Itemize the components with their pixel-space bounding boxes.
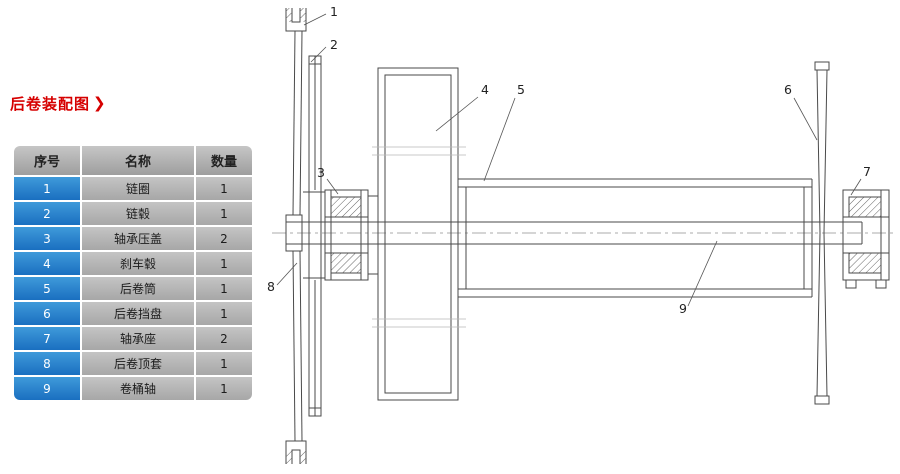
row-9-name: 卷桶轴 <box>82 377 194 400</box>
row-7-name: 轴承座 <box>82 327 194 350</box>
right-bearing-assembly <box>842 189 890 289</box>
row-6-qty: 1 <box>196 302 252 325</box>
callout-6: 6 <box>784 82 792 97</box>
table-row: 3 轴承压盖 2 <box>14 227 252 250</box>
parts-table: 序号 名称 数量 1 链圈 1 2 链毂 1 3 轴承压盖 2 4 <box>12 144 254 402</box>
guard-disc <box>814 61 830 405</box>
row-6-no: 6 <box>14 302 80 325</box>
brake-drum <box>372 67 466 401</box>
table-row: 7 轴承座 2 <box>14 327 252 350</box>
page-title-text: 后卷装配图 <box>10 95 91 113</box>
callout-3: 3 <box>317 165 325 180</box>
callout-4: 4 <box>481 82 489 97</box>
row-8-no: 8 <box>14 352 80 375</box>
row-1-no: 1 <box>14 177 80 200</box>
callout-8: 8 <box>267 279 275 294</box>
row-3-name: 轴承压盖 <box>82 227 194 250</box>
callout-1: 1 <box>330 4 338 19</box>
row-4-name: 刹车毂 <box>82 252 194 275</box>
callout-7: 7 <box>863 164 871 179</box>
callout-9: 9 <box>679 301 687 316</box>
table-row: 1 链圈 1 <box>14 177 252 200</box>
callout-5: 5 <box>517 82 525 97</box>
row-8-name: 后卷顶套 <box>82 352 194 375</box>
table-row: 2 链毂 1 <box>14 202 252 225</box>
table-row: 6 后卷挡盘 1 <box>14 302 252 325</box>
row-2-name: 链毂 <box>82 202 194 225</box>
chain-hub <box>303 55 325 417</box>
table-row: 4 刹车毂 1 <box>14 252 252 275</box>
row-2-qty: 1 <box>196 202 252 225</box>
row-3-qty: 2 <box>196 227 252 250</box>
row-5-name: 后卷筒 <box>82 277 194 300</box>
row-3-no: 3 <box>14 227 80 250</box>
table-row: 8 后卷顶套 1 <box>14 352 252 375</box>
row-7-qty: 2 <box>196 327 252 350</box>
header-qty: 数量 <box>196 146 252 175</box>
top-sleeve <box>285 214 303 252</box>
row-8-qty: 1 <box>196 352 252 375</box>
callout-leaders <box>276 13 862 307</box>
row-6-name: 后卷挡盘 <box>82 302 194 325</box>
callout-2: 2 <box>330 37 338 52</box>
row-4-qty: 1 <box>196 252 252 275</box>
row-5-no: 5 <box>14 277 80 300</box>
row-9-no: 9 <box>14 377 80 400</box>
roll-drum <box>458 178 813 298</box>
row-1-qty: 1 <box>196 177 252 200</box>
page-title: 后卷装配图 ❯ <box>10 93 107 114</box>
drum-shaft <box>286 221 863 245</box>
title-arrow-icon: ❯ <box>93 93 107 112</box>
header-name: 名称 <box>82 146 194 175</box>
table-row: 9 卷桶轴 1 <box>14 377 252 400</box>
header-no: 序号 <box>14 146 80 175</box>
parts-panel: 序号 名称 数量 1 链圈 1 2 链毂 1 3 轴承压盖 2 4 <box>12 144 254 402</box>
row-2-no: 2 <box>14 202 80 225</box>
row-4-no: 4 <box>14 252 80 275</box>
table-row: 5 后卷筒 1 <box>14 277 252 300</box>
left-bearing-assembly <box>324 189 369 281</box>
row-1-name: 链圈 <box>82 177 194 200</box>
row-5-qty: 1 <box>196 277 252 300</box>
row-7-no: 7 <box>14 327 80 350</box>
row-9-qty: 1 <box>196 377 252 400</box>
chain-ring <box>285 8 307 464</box>
table-header-row: 序号 名称 数量 <box>14 146 252 175</box>
